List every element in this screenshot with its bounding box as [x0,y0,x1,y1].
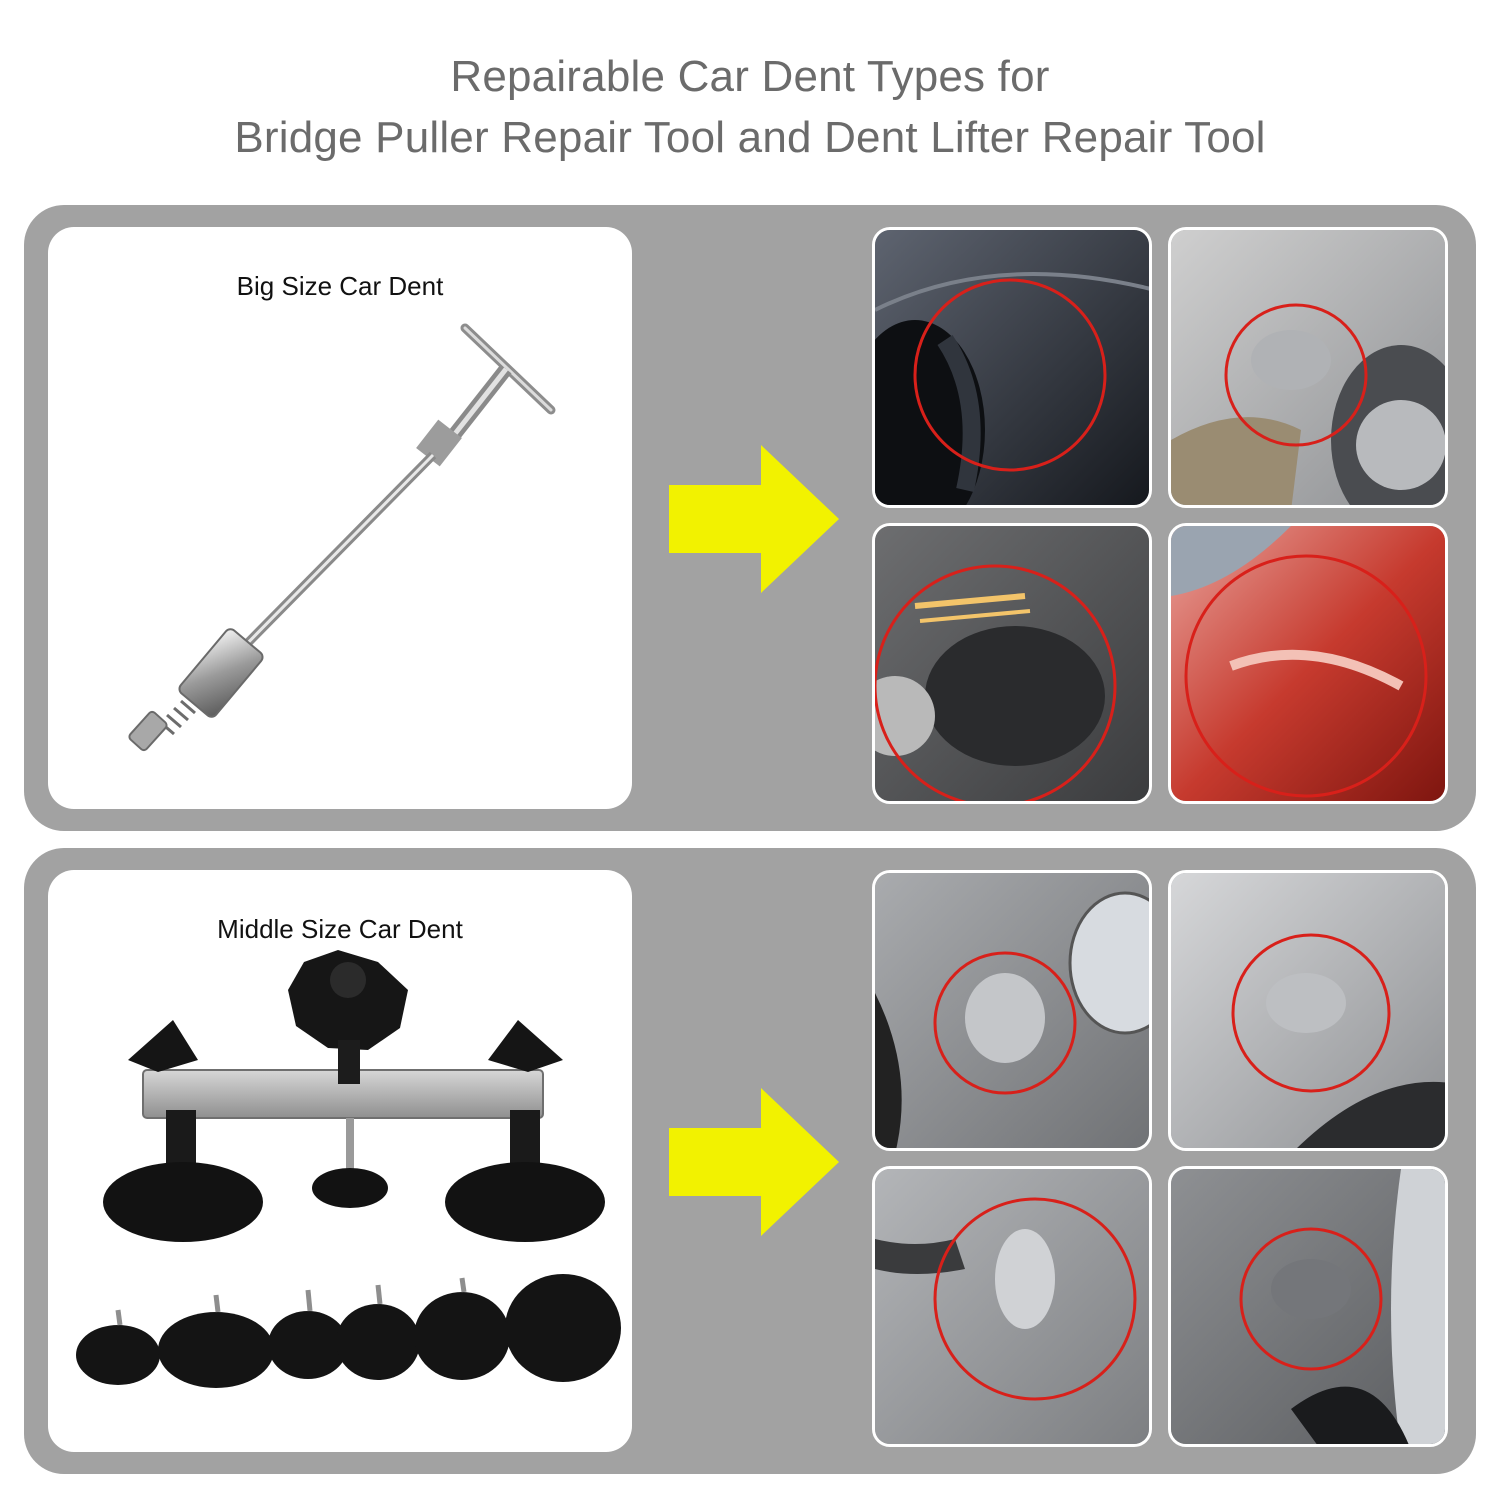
dent-photo-silver-panel [1168,870,1448,1151]
page-title-line-1: Repairable Car Dent Types for [450,52,1050,101]
dent-photo-grey-fender [872,523,1152,804]
dent-photo-dark-door [872,227,1152,508]
dent-photo-door-handle [872,1166,1152,1447]
right-arrow-icon [669,445,839,593]
page-title-line-2: Bridge Puller Repair Tool and Dent Lifte… [234,113,1266,162]
slide-hammer-icon [128,323,556,752]
dent-photo-silver-fender-headlight [872,870,1152,1151]
section-label-big-dent: Big Size Car Dent [236,271,444,301]
section-label-middle-dent: Middle Size Car Dent [217,914,463,944]
dent-photo-silver-fender [1168,227,1448,508]
tool-card-slide-hammer: Big Size Car Dent [48,227,632,809]
bridge-puller-icon [76,950,621,1388]
big-dent-section: Big Size Car Dent [24,205,1476,831]
dent-photo-red-fender [1168,523,1448,804]
dent-photo-rear-quarter [1168,1166,1448,1447]
middle-dent-section: Middle Size Car Dent [24,848,1476,1474]
right-arrow-icon [669,1088,839,1236]
tool-card-bridge-puller: Middle Size Car Dent [48,870,632,1452]
